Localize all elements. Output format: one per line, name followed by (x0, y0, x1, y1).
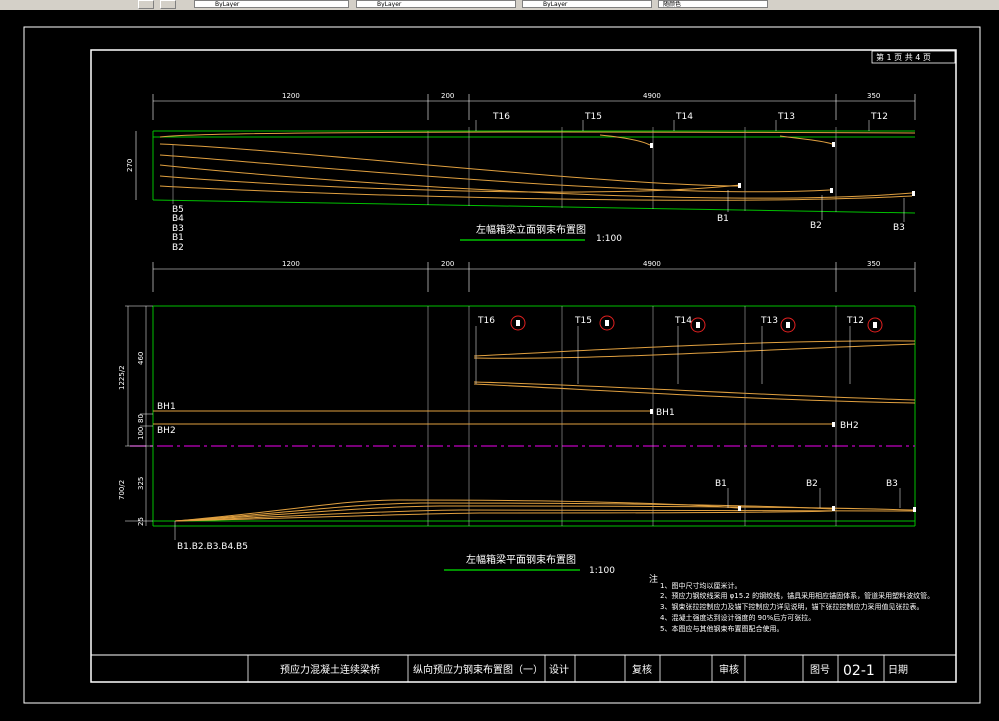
note-5: 5、本图应与其他钢束布置图配合使用。 (660, 624, 783, 633)
elev-height-dim: 270 (126, 159, 134, 172)
title-sheet: 纵向预应力钢束布置图（一） (413, 663, 543, 676)
plan-dim-3: 4900 (643, 260, 661, 268)
plan-bh1-end-label: BH1 (656, 408, 675, 418)
elevation-view: 1200 200 4900 350 270 (126, 92, 916, 253)
plan-bh2-label: BH2 (157, 426, 176, 436)
drawing-viewport[interactable]: 第 1 页 共 4 页 1200 200 4900 350 270 (0, 10, 999, 721)
cad-drawing: 第 1 页 共 4 页 1200 200 4900 350 270 (23, 26, 981, 704)
plan-bottom-b1: B1 (715, 479, 727, 489)
page-count-box (871, 50, 956, 64)
linetype-dropdown[interactable]: ByLayer (356, 0, 516, 8)
plan-left-dim-25: 25 (137, 517, 145, 526)
title-drawing-no-label: 图号 (810, 664, 830, 676)
plan-scale: 1:100 (589, 566, 615, 576)
elev-title: 左幅箱梁立面钢束布置图 (476, 223, 586, 236)
elev-stack-b4: B4 (172, 214, 184, 224)
plan-tendon-t12: T12 (846, 316, 864, 326)
elev-tendon-t12: T12 (870, 112, 888, 122)
plotstyle-dropdown[interactable]: 随颜色 (658, 0, 768, 8)
title-review-label: 审核 (719, 663, 739, 676)
elev-stack-b3: B3 (172, 224, 184, 234)
elev-bottom-b3: B3 (893, 223, 905, 233)
plan-dim-2: 200 (441, 260, 454, 268)
note-4: 4、混凝土强度达到设计强度的 90%后方可张拉。 (660, 613, 815, 622)
title-check-label: 复核 (632, 663, 652, 676)
title-block: 预应力混凝土连续梁桥 纵向预应力钢束布置图（一） 设计 复核 审核 图号 02-… (91, 654, 956, 682)
toolbar-icon-button[interactable] (160, 0, 176, 9)
plan-left-dim-460: 460 (137, 352, 145, 365)
plan-view: 1200 200 4900 350 1225/2 460 80 100 700/… (118, 260, 916, 576)
elev-scale: 1:100 (596, 234, 622, 244)
elev-tendon-t13: T13 (777, 112, 795, 122)
notes-heading: 注 (649, 573, 658, 585)
notes: 注 1、图中尺寸均以厘米计。 2、预应力钢绞线采用 φ15.2 的钢绞线，锚具采… (649, 573, 934, 633)
title-project: 预应力混凝土连续梁桥 (280, 663, 380, 676)
plan-left-dim-100: 100 (137, 427, 145, 440)
elev-bottom-b2: B2 (810, 221, 822, 231)
plan-bottom-b2: B2 (806, 479, 818, 489)
title-date-label: 日期 (888, 664, 908, 676)
plan-left-dim-700: 700/2 (118, 480, 126, 500)
plan-dim-4: 350 (867, 260, 880, 268)
plan-tendon-t14: T14 (674, 316, 692, 326)
sheet-border (90, 49, 957, 683)
layout-frame (23, 26, 981, 704)
plan-bh1-label: BH1 (157, 402, 176, 412)
elev-stack-b2: B2 (172, 243, 184, 253)
toolbar-icon-button[interactable] (138, 0, 154, 9)
plan-tendon-t15: T15 (574, 316, 592, 326)
elev-tendon-t16: T16 (492, 112, 510, 122)
plan-tendon-t13: T13 (760, 316, 778, 326)
elev-stack-b1: B1 (172, 233, 184, 243)
elev-dim-1: 1200 (282, 92, 300, 100)
page-count-text: 第 1 页 共 4 页 (876, 52, 931, 62)
note-3: 3、钢束张拉控制应力及锚下控制应力详见说明，锚下张拉控制应力采用值见张拉表。 (660, 602, 923, 611)
plan-title: 左幅箱梁平面钢束布置图 (466, 553, 576, 566)
lineweight-dropdown[interactable]: ByLayer (522, 0, 652, 8)
plan-tendon-t16: T16 (477, 316, 495, 326)
plan-left-dim-80: 80 (137, 414, 145, 423)
note-2: 2、预应力钢绞线采用 φ15.2 的钢绞线，锚具采用相应锚固体系，管道采用塑料波… (660, 591, 934, 600)
elev-dim-3: 4900 (643, 92, 661, 100)
plan-left-dim-325: 325 (137, 477, 145, 490)
color-dropdown[interactable]: ByLayer (194, 0, 349, 8)
elev-dim-4: 350 (867, 92, 880, 100)
plan-bottom-b3: B3 (886, 479, 898, 489)
elev-stack-b5: B5 (172, 205, 184, 215)
plan-left-dim-1225: 1225/2 (118, 365, 126, 390)
plan-dim-1: 1200 (282, 260, 300, 268)
elev-dim-2: 200 (441, 92, 454, 100)
note-1: 1、图中尺寸均以厘米计。 (660, 581, 741, 590)
plan-bh2-end-label: BH2 (840, 421, 859, 431)
plan-anchor-label: B1.B2.B3.B4.B5 (177, 542, 248, 552)
elev-bottom-b1: B1 (717, 214, 729, 224)
title-design-label: 设计 (549, 663, 569, 676)
elev-tendon-t15: T15 (584, 112, 602, 122)
title-drawing-no: 02-1 (843, 663, 875, 679)
elev-tendon-t14: T14 (675, 112, 693, 122)
